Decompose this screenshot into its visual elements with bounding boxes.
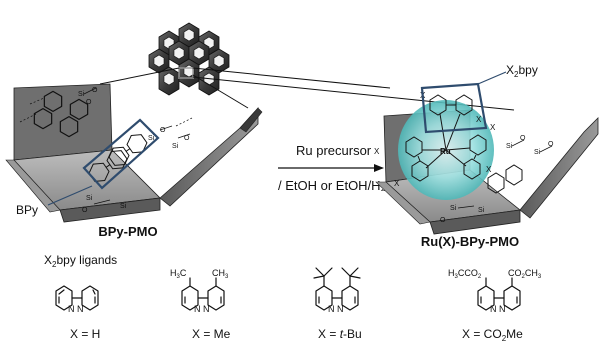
reagent-line-2: / EtOH or EtOH/H₂O (278, 178, 396, 193)
reaction-arrow: Ru precursor / EtOH or EtOH/H₂O (278, 143, 396, 193)
si-label: Si (78, 91, 85, 98)
n-atom-label: N (328, 304, 335, 314)
bpy-callout-label: BPy (16, 203, 38, 217)
ligand-label-co2me: X = CO2Me (462, 327, 523, 343)
bpy-pmo-caption: BPy-PMO (98, 224, 157, 239)
o-label: O (184, 135, 190, 142)
o-label: O (548, 141, 554, 148)
n-atom-label: N (203, 304, 210, 314)
si-label: Si (120, 203, 127, 210)
x-substituent-label: X (490, 123, 496, 132)
x2bpy-highlight-frame (420, 82, 488, 134)
o-label: O (92, 87, 98, 94)
ch3-right-label: CH3 (212, 268, 229, 280)
x-substituent-label: X (486, 165, 492, 174)
o-label: O (160, 127, 166, 134)
arrow-head-icon (374, 164, 384, 172)
n-atom-label: N (68, 304, 75, 314)
o-label: O (520, 135, 526, 142)
n-atom-label: N (194, 304, 201, 314)
ligand-library: X2bpy ligands N N H3C CH3 N N (44, 253, 542, 343)
n-atom-label: N (77, 304, 84, 314)
ligand-label-tbu: X = t-Bu (318, 327, 362, 341)
si-label: Si (172, 143, 179, 150)
honeycomb-particle-icon (99, 22, 515, 111)
si-label: Si (86, 195, 93, 202)
si-label: Si (506, 143, 513, 150)
ligand-bpy-h: N N (55, 285, 99, 314)
bpy-highlight-frame (82, 118, 160, 190)
x-substituent-label: X (476, 115, 482, 124)
ligand-bpy-tbu: N N (313, 267, 361, 314)
n-atom-label: N (499, 304, 506, 314)
ch3-left-label: H3C (170, 268, 187, 280)
reagent-line-1: Ru precursor (296, 143, 372, 158)
si-label: Si (478, 207, 485, 214)
n-atom-label: N (490, 304, 497, 314)
ligands-header: X2bpy ligands (44, 253, 117, 269)
o-label: O (86, 99, 92, 106)
o-label: O (82, 207, 88, 214)
si-label: Si (148, 135, 155, 142)
ligand-bpy-co2me: H3CCO2 CO2CH3 N N (448, 268, 542, 314)
pmo-pore-wall-right: Ru X X X X X X Si O Si O Si O Si X2bpy R… (374, 63, 599, 249)
si-label: Si (534, 149, 541, 156)
ester-left-label: H3CCO2 (448, 268, 482, 280)
n-atom-label: N (337, 304, 344, 314)
ligand-label-h: X = H (70, 327, 100, 341)
si-label: Si (450, 205, 457, 212)
ester-right-label: CO2CH3 (508, 268, 542, 280)
ru-metal-label: Ru (440, 147, 451, 156)
ligand-label-me: X = Me (192, 327, 231, 341)
x-substituent-label: X (374, 147, 380, 156)
x-substituent-label: X (394, 179, 400, 188)
x2bpy-callout-label: X2bpy (506, 63, 538, 79)
o-label: O (440, 217, 446, 224)
pmo-pore-wall-left: Si O O Si O Si O Si O Si BPy BPy-PMO (5, 83, 263, 239)
ru-x-bpy-pmo-caption: Ru(X)-BPy-PMO (421, 234, 519, 249)
ligand-bpy-me: H3C CH3 N N (170, 268, 229, 314)
